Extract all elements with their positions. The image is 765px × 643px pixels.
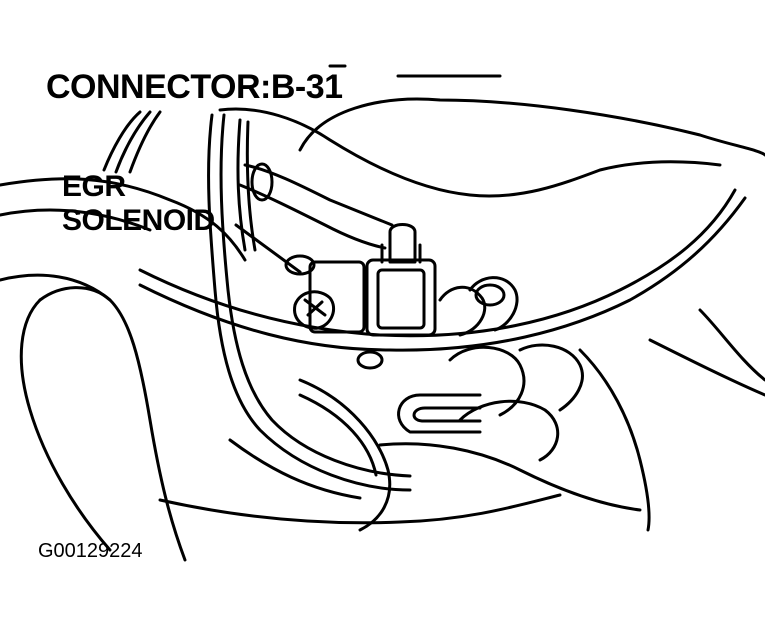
- egr-solenoid-label: EGR SOLENOID: [62, 170, 215, 238]
- lower-hose: [298, 378, 392, 532]
- air-duct-outline: [298, 97, 765, 157]
- egr-solenoid-body: [365, 258, 437, 337]
- loop-hose: [397, 393, 482, 434]
- right-hose-cluster: [468, 276, 519, 332]
- hose-clamp: [284, 254, 316, 276]
- egr-label-line1: EGR: [62, 170, 126, 203]
- connector-label: CONNECTOR:B-31: [46, 68, 343, 106]
- connector-housing: [308, 260, 366, 334]
- left-hose: [0, 208, 152, 232]
- right-hose: [648, 338, 765, 397]
- egr-label-line2: SOLENOID: [62, 204, 215, 237]
- left-hose: [0, 177, 247, 262]
- hose-clamp: [356, 350, 384, 370]
- hose-end: [250, 162, 274, 202]
- egr-solenoid-cap: [388, 223, 417, 264]
- connector-b31: [293, 290, 335, 330]
- wire-harness: [236, 118, 247, 252]
- hose-clamp: [474, 283, 506, 307]
- egr-leader-line: [234, 223, 302, 274]
- egr-solenoid-port: [380, 243, 422, 264]
- loop-hose: [412, 406, 482, 423]
- lower-hose: [378, 442, 642, 512]
- vacuum-hose: [238, 183, 387, 250]
- main-hose: [138, 196, 747, 352]
- main-hose: [138, 188, 737, 338]
- engine-base-line: [158, 493, 562, 525]
- left-hose-tube: [19, 298, 112, 552]
- right-hose-cluster: [438, 285, 487, 337]
- connector-latch: [303, 298, 327, 317]
- lower-hose: [298, 393, 378, 477]
- figure-id: G00129224: [38, 540, 143, 562]
- wire-harness: [219, 113, 412, 478]
- lower-hose: [228, 438, 362, 500]
- vacuum-hose: [243, 163, 394, 227]
- right-hose: [578, 348, 651, 532]
- throttle-body: [458, 399, 560, 462]
- fuel-line: [518, 343, 584, 412]
- right-hose: [698, 308, 765, 382]
- left-hose-tube: [0, 273, 112, 302]
- egr-solenoid-face: [376, 268, 426, 330]
- wire-harness: [207, 113, 412, 492]
- connector-leader-line: [102, 110, 162, 174]
- fuel-line: [448, 345, 526, 417]
- air-duct-outline: [218, 107, 722, 198]
- left-hose-tube: [38, 286, 187, 562]
